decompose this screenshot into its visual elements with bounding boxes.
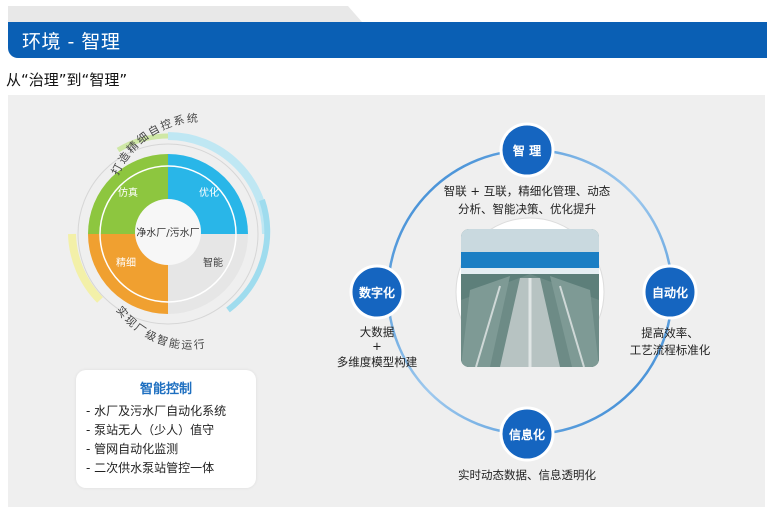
wheel-outer-ring-green (116, 133, 169, 153)
node-label-automation: 自动化 (652, 285, 688, 300)
node-label-smart-management: 智 理 (512, 143, 541, 158)
node-label-informatization: 信息化 (509, 427, 545, 442)
card-item-list: - 水厂及污水厂自动化系统 - 泵站无人（少人）值守 - 管网自动化监测 - 二… (86, 402, 226, 478)
card-item: - 水厂及污水厂自动化系统 (86, 404, 227, 418)
treatment-plant-image (461, 229, 599, 367)
node-digitalization (349, 264, 405, 320)
node-desc-top-line1: 智联 + 互联，精细化管理、动态 (444, 184, 611, 198)
page-title: 环境 - 智理 (22, 31, 121, 53)
page-subtitle: 从“治理”到“智理” (6, 71, 128, 89)
node-label-digitalization: 数字化 (359, 285, 395, 300)
node-desc-left-line2: + (372, 339, 382, 353)
wheel-outer-ring-yellow (68, 233, 103, 303)
node-desc-right-line2: 工艺流程标准化 (630, 343, 711, 357)
card-item: - 管网自动化监测 (86, 442, 179, 456)
node-informatization (499, 406, 555, 462)
node-desc-left-line3: 多维度模型构建 (337, 355, 418, 369)
card-item: - 泵站无人（少人）值守 (86, 423, 215, 437)
header-bar (8, 22, 767, 58)
node-automation (642, 264, 698, 320)
quadrant-label-simulation: 仿真 (118, 186, 138, 199)
header-tab-decoration (8, 6, 362, 22)
card-title: 智能控制 (139, 382, 192, 397)
node-smart-management (499, 122, 555, 178)
control-wheel: 仿真 优化 智能 精细 净水厂/污水厂 打造精细自控系统 实现厂级智能运行 (68, 112, 271, 352)
quadrant-label-smart: 智能 (203, 256, 223, 269)
node-desc-top-line2: 分析、智能决策、优化提升 (458, 202, 596, 216)
node-desc-right-line1: 提高效率、 (641, 326, 699, 340)
wheel-center-label: 净水厂/污水厂 (136, 226, 199, 239)
smart-control-card: 智能控制 - 水厂及污水厂自动化系统 - 泵站无人（少人）值守 - 管网自动化监… (76, 370, 256, 488)
card-item: - 二次供水泵站管控一体 (86, 461, 215, 475)
wheel-outer-ring-cyan-2 (226, 199, 271, 313)
quadrant-label-refine: 精细 (116, 256, 136, 269)
quadrant-label-optimize: 优化 (199, 186, 219, 199)
wheel-center (135, 199, 201, 265)
node-desc-left-line1: 大数据 (360, 325, 395, 339)
node-desc-bottom-line1: 实时动态数据、信息透明化 (458, 468, 596, 482)
